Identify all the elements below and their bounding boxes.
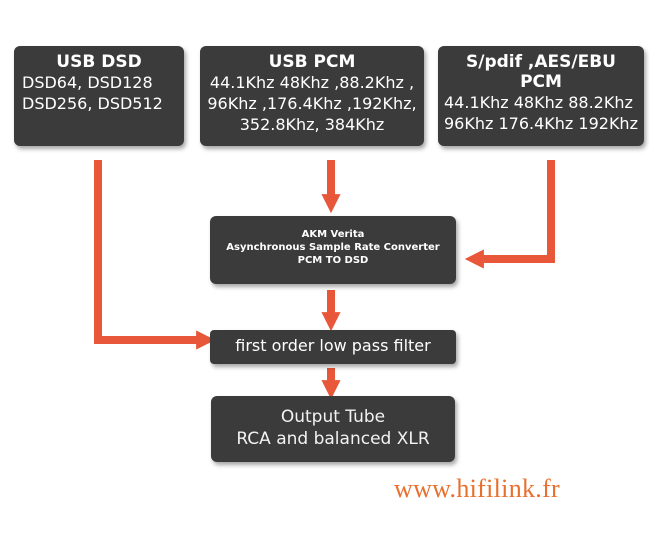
low-pass-filter-box: first order low pass filter (210, 330, 456, 364)
akm-line-2: Asynchronous Sample Rate Converter (226, 242, 440, 253)
akm-asrc-box: AKM Verita Asynchronous Sample Rate Conv… (210, 216, 456, 284)
usb-dsd-title: USB DSD (56, 52, 142, 72)
arrow-spdif-to-akm (464, 160, 555, 269)
usb-pcm-line-3: 352.8Khz, 384Khz (239, 115, 385, 134)
output-tube-box: Output Tube RCA and balanced XLR (211, 396, 455, 462)
akm-line-3: PCM TO DSD (297, 255, 369, 266)
filter-label: first order low pass filter (235, 336, 431, 355)
usb-dsd-line-1: DSD64, DSD128 (22, 73, 153, 92)
usb-dsd-line-2: DSD256, DSD512 (22, 94, 163, 113)
arrow-dsd-to-filter (94, 160, 216, 350)
usb-pcm-line-1: 44.1Khz 48Khz ,88.2Khz , (209, 73, 415, 92)
akm-line-1: AKM Verita (301, 229, 365, 240)
spdif-title: S/pdif ,AES/EBU PCM (466, 52, 616, 92)
spdif-line-1: 44.1Khz 48Khz 88.2Khz (444, 93, 633, 112)
usb-pcm-line-2: 96Khz ,176.4Khz ,192Khz, (207, 94, 417, 113)
usb-pcm-box: USB PCM 44.1Khz 48Khz ,88.2Khz , 96Khz ,… (200, 46, 424, 146)
spdif-line-2: 96Khz 176.4Khz 192Khz (444, 114, 638, 133)
spdif-aes-ebu-box: S/pdif ,AES/EBU PCM 44.1Khz 48Khz 88.2Kh… (438, 46, 644, 146)
output-line-2: RCA and balanced XLR (236, 429, 430, 449)
output-line-1: Output Tube (280, 407, 386, 427)
usb-pcm-title: USB PCM (268, 52, 356, 72)
site-watermark: www.hifilink.fr (394, 474, 561, 503)
usb-dsd-box: USB DSD DSD64, DSD128 DSD256, DSD512 (14, 46, 184, 146)
